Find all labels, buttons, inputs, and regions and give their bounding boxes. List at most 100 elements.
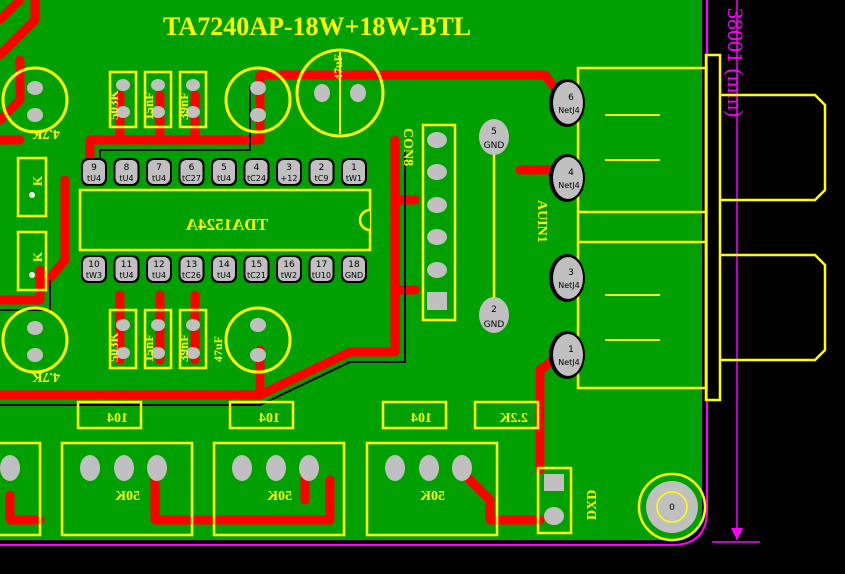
ic-top-pin-net: tC27 (182, 174, 201, 183)
res-label-b: 104 (259, 411, 280, 426)
con8-header: CON8 (400, 123, 457, 322)
ic-bottom-pin-net: GND (345, 271, 363, 280)
mounting-hole: 0 (637, 472, 707, 542)
left-resistors: K K (16, 156, 48, 292)
elec-label-b: 47uF (211, 336, 225, 362)
cap-label-bot-b: 15nF (141, 334, 156, 362)
gnd-pad-top-num: 5 (491, 127, 497, 137)
gnd-pad-bottom: 2 GND (479, 297, 509, 333)
auin1-connector: AUIN1 (534, 53, 827, 402)
dimension-arrow (731, 528, 743, 540)
gnd-pad-top-net: GND (484, 141, 505, 151)
ic-bottom-pin-net: tC21 (247, 271, 266, 280)
ic-top-pin-num: 3 (286, 163, 292, 173)
cap-label-top-a: 503K (106, 90, 121, 121)
ic-top-pin-num: 1 (351, 163, 357, 173)
svg-text:K: K (30, 251, 45, 262)
ic-top-pin-net: tW1 (346, 174, 362, 183)
board-title: TA7240AP-18W+18W-BTL (163, 12, 471, 41)
auin1-label: AUIN1 (534, 200, 549, 243)
gnd-pad-top: 5 GND (479, 119, 509, 300)
ic-bottom-pin-net: tU4 (217, 271, 231, 280)
ic-top-pin-net: tU4 (87, 174, 101, 183)
ic-bottom-pin-net: tU4 (152, 271, 166, 280)
capacitor-group-bottom: 503K 15nF 39nF (106, 308, 208, 370)
con8-label: CON8 (400, 128, 415, 166)
svg-text:K: K (30, 175, 45, 186)
ic-top-pin-net: tU4 (152, 174, 166, 183)
ic-top-pin-num: 4 (254, 163, 260, 173)
ic-bottom-pin-num: 18 (348, 260, 360, 270)
potentiometers: 50K 50K 50K (0, 441, 499, 537)
pot-label-a: 50K (115, 489, 140, 504)
ic-bottom-pin-num: 17 (316, 260, 327, 270)
ic-top-pin-num: 5 (221, 163, 227, 173)
ic-bottom-pin-net: tU10 (312, 271, 331, 280)
ic-top-pin-net: tC24 (247, 174, 266, 183)
ic-bottom-pin-num: 15 (251, 260, 262, 270)
dxd-label: DXD (585, 490, 600, 520)
dxd-jumper: DXD (536, 466, 600, 535)
ic-top-pin-net: tU4 (119, 174, 133, 183)
auin1-pin-num: 6 (568, 93, 574, 103)
pot-label-c: 50K (420, 489, 445, 504)
res-label-c: 104 (411, 411, 432, 426)
ic-top-pin-num: 9 (91, 163, 97, 173)
ic-top-pin-num: 7 (156, 163, 162, 173)
ic-bottom-pin-num: 14 (218, 260, 230, 270)
ic-bottom-pin-num: 16 (283, 260, 295, 270)
ic-top-pin-net: tU4 (217, 174, 231, 183)
auin1-pin-num: 1 (568, 345, 574, 355)
electrolytic-caps: 47uF 4.7K 4.7K 47uF (1, 48, 385, 384)
auin1-pin-num: 3 (568, 268, 574, 278)
ic-bottom-pin-num: 11 (121, 260, 132, 270)
gnd-pad-bottom-num: 2 (491, 305, 497, 315)
ic-top-pin-num: 2 (319, 163, 325, 173)
ic-top-pin-net: tC9 (315, 174, 329, 183)
elec-label-a: 47uF (331, 54, 345, 80)
auin1-pin-net: NetJ4_ (558, 181, 584, 190)
res-label-a: 104 (107, 411, 128, 426)
mounting-hole-label: 0 (669, 503, 675, 513)
cap-label-bot-a: 503K (106, 332, 121, 363)
board-outline (0, 0, 708, 546)
ic-label: TDA1524A (185, 215, 268, 234)
ic-top-pin-3: 3+12 (276, 158, 302, 186)
auin1-pin-net: NetJ4_ (558, 281, 584, 290)
ic-bottom-pin-num: 12 (153, 260, 164, 270)
ic-bottom-pin-num: 10 (88, 260, 100, 270)
cap-label-top-c: 39nF (176, 92, 191, 120)
ic-top-pin-net: +12 (281, 174, 298, 183)
auin1-pin-net: NetJ4_ (558, 358, 584, 367)
gnd-pad-bottom-net: GND (484, 320, 505, 330)
cap-label-bot-c: 39nF (176, 334, 191, 362)
pot-label-b: 50K (267, 489, 292, 504)
ic-bottom-pin-row: 10tW311tU412tU413tC2614tU415tC2116tW217t… (81, 255, 367, 283)
left-label-a: 4.7K (32, 126, 61, 141)
ic-bottom-pin-net: tC26 (182, 271, 201, 280)
ic-bottom-pin-net: tW2 (281, 271, 297, 280)
ic-bottom-pin-num: 13 (186, 260, 197, 270)
auin1-pin-net: NetJ4_ (558, 106, 584, 115)
